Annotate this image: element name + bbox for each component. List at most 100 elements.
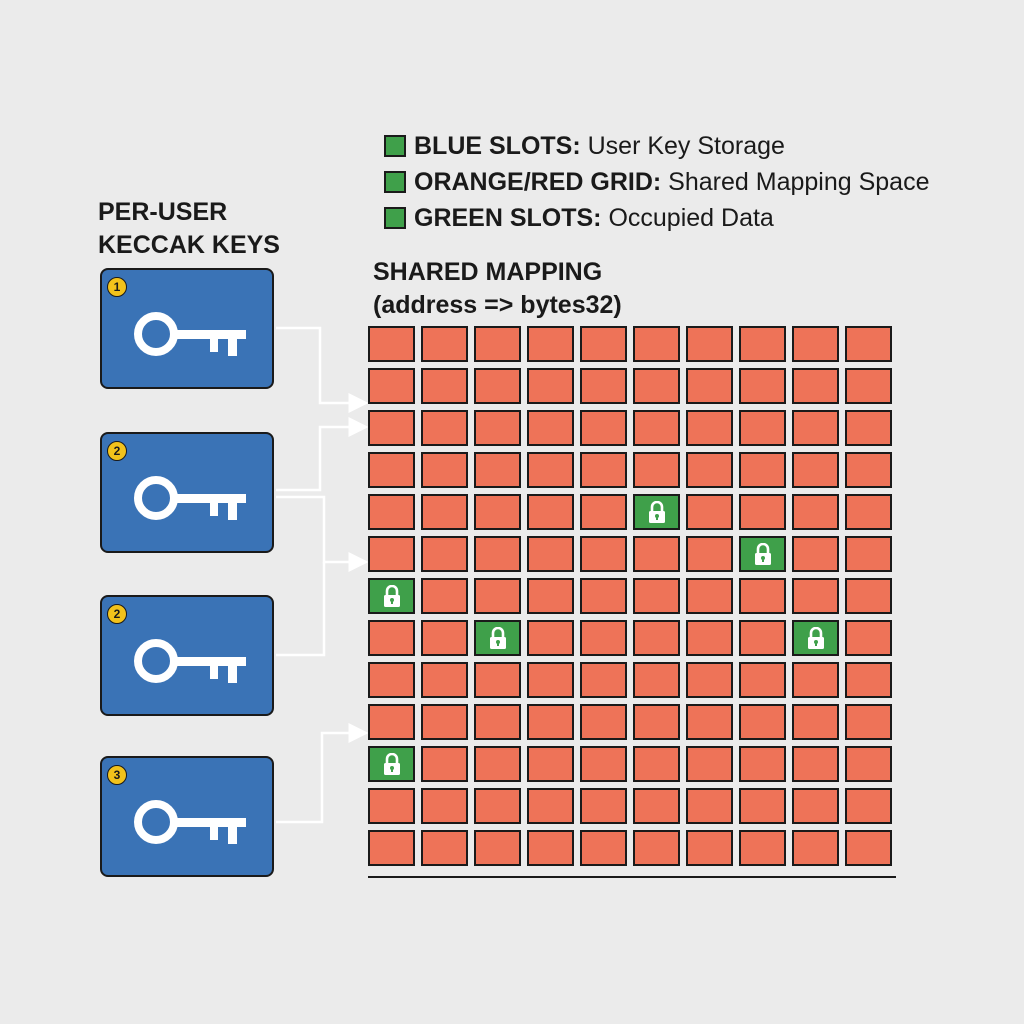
mapping-slot[interactable]	[686, 452, 733, 488]
mapping-slot[interactable]	[474, 830, 521, 866]
mapping-slot[interactable]	[527, 452, 574, 488]
mapping-slot[interactable]	[633, 578, 680, 614]
mapping-slot[interactable]	[739, 452, 786, 488]
mapping-slot[interactable]	[686, 746, 733, 782]
mapping-slot[interactable]	[474, 368, 521, 404]
mapping-slot[interactable]	[792, 578, 839, 614]
mapping-slot[interactable]	[368, 494, 415, 530]
mapping-slot[interactable]	[368, 704, 415, 740]
mapping-slot[interactable]	[845, 410, 892, 446]
mapping-slot[interactable]	[633, 620, 680, 656]
mapping-slot[interactable]	[527, 620, 574, 656]
occupied-slot[interactable]	[633, 494, 680, 530]
mapping-slot[interactable]	[580, 662, 627, 698]
mapping-slot[interactable]	[421, 704, 468, 740]
mapping-slot[interactable]	[421, 578, 468, 614]
mapping-slot[interactable]	[580, 452, 627, 488]
mapping-slot[interactable]	[845, 494, 892, 530]
mapping-slot[interactable]	[792, 494, 839, 530]
mapping-slot[interactable]	[845, 368, 892, 404]
mapping-slot[interactable]	[686, 368, 733, 404]
mapping-slot[interactable]	[686, 494, 733, 530]
mapping-slot[interactable]	[792, 368, 839, 404]
mapping-slot[interactable]	[792, 326, 839, 362]
mapping-slot[interactable]	[792, 788, 839, 824]
mapping-slot[interactable]	[474, 326, 521, 362]
mapping-slot[interactable]	[845, 578, 892, 614]
mapping-slot[interactable]	[633, 326, 680, 362]
mapping-slot[interactable]	[845, 704, 892, 740]
mapping-slot[interactable]	[739, 410, 786, 446]
mapping-slot[interactable]	[368, 410, 415, 446]
mapping-slot[interactable]	[845, 830, 892, 866]
occupied-slot[interactable]	[792, 620, 839, 656]
mapping-slot[interactable]	[368, 368, 415, 404]
mapping-slot[interactable]	[527, 704, 574, 740]
mapping-slot[interactable]	[633, 662, 680, 698]
mapping-slot[interactable]	[792, 536, 839, 572]
mapping-slot[interactable]	[421, 536, 468, 572]
mapping-slot[interactable]	[845, 788, 892, 824]
mapping-slot[interactable]	[421, 746, 468, 782]
mapping-slot[interactable]	[686, 704, 733, 740]
mapping-slot[interactable]	[580, 368, 627, 404]
mapping-slot[interactable]	[580, 704, 627, 740]
mapping-slot[interactable]	[368, 788, 415, 824]
mapping-slot[interactable]	[580, 536, 627, 572]
mapping-slot[interactable]	[527, 368, 574, 404]
mapping-slot[interactable]	[421, 368, 468, 404]
mapping-slot[interactable]	[527, 410, 574, 446]
mapping-slot[interactable]	[527, 788, 574, 824]
mapping-slot[interactable]	[474, 578, 521, 614]
mapping-slot[interactable]	[580, 494, 627, 530]
mapping-slot[interactable]	[686, 788, 733, 824]
mapping-slot[interactable]	[368, 326, 415, 362]
mapping-slot[interactable]	[527, 830, 574, 866]
mapping-slot[interactable]	[368, 536, 415, 572]
mapping-slot[interactable]	[580, 578, 627, 614]
mapping-slot[interactable]	[421, 494, 468, 530]
mapping-slot[interactable]	[421, 410, 468, 446]
key-card-4[interactable]: 3	[100, 756, 274, 877]
mapping-slot[interactable]	[739, 788, 786, 824]
occupied-slot[interactable]	[368, 746, 415, 782]
mapping-slot[interactable]	[474, 410, 521, 446]
mapping-slot[interactable]	[739, 326, 786, 362]
mapping-slot[interactable]	[739, 746, 786, 782]
mapping-slot[interactable]	[421, 326, 468, 362]
mapping-slot[interactable]	[792, 452, 839, 488]
mapping-slot[interactable]	[633, 452, 680, 488]
mapping-slot[interactable]	[792, 662, 839, 698]
mapping-slot[interactable]	[527, 746, 574, 782]
occupied-slot[interactable]	[368, 578, 415, 614]
mapping-slot[interactable]	[739, 830, 786, 866]
mapping-slot[interactable]	[421, 452, 468, 488]
mapping-slot[interactable]	[368, 452, 415, 488]
mapping-slot[interactable]	[580, 410, 627, 446]
occupied-slot[interactable]	[739, 536, 786, 572]
mapping-slot[interactable]	[421, 620, 468, 656]
mapping-slot[interactable]	[739, 704, 786, 740]
mapping-slot[interactable]	[633, 788, 680, 824]
mapping-slot[interactable]	[792, 746, 839, 782]
mapping-slot[interactable]	[580, 620, 627, 656]
mapping-slot[interactable]	[686, 578, 733, 614]
mapping-slot[interactable]	[368, 620, 415, 656]
mapping-slot[interactable]	[580, 746, 627, 782]
mapping-slot[interactable]	[686, 410, 733, 446]
mapping-slot[interactable]	[527, 326, 574, 362]
occupied-slot[interactable]	[474, 620, 521, 656]
mapping-slot[interactable]	[845, 662, 892, 698]
mapping-slot[interactable]	[474, 494, 521, 530]
mapping-slot[interactable]	[739, 620, 786, 656]
mapping-slot[interactable]	[421, 662, 468, 698]
mapping-slot[interactable]	[421, 830, 468, 866]
mapping-slot[interactable]	[845, 620, 892, 656]
key-card-3[interactable]: 2	[100, 595, 274, 716]
mapping-slot[interactable]	[474, 746, 521, 782]
mapping-slot[interactable]	[474, 452, 521, 488]
mapping-slot[interactable]	[421, 788, 468, 824]
mapping-slot[interactable]	[845, 326, 892, 362]
mapping-slot[interactable]	[474, 536, 521, 572]
mapping-slot[interactable]	[580, 326, 627, 362]
